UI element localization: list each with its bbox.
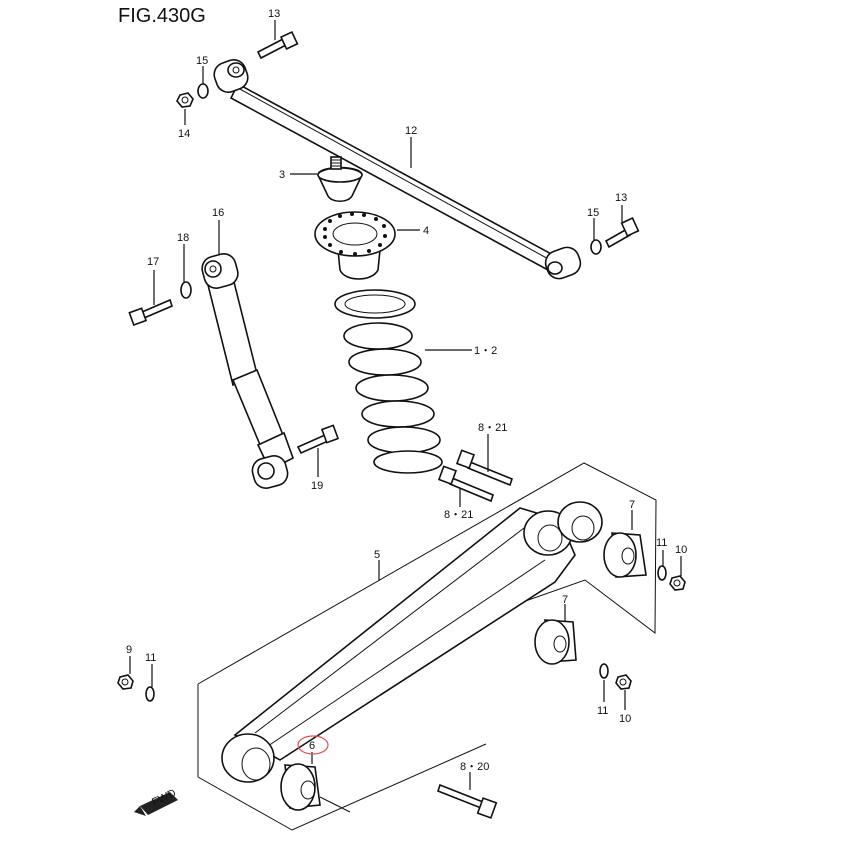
- callout-10-mid[interactable]: 10: [619, 713, 631, 725]
- callout-11-mid[interactable]: 11: [597, 705, 608, 717]
- bolt-13-upper[interactable]: [256, 30, 299, 60]
- callout-7-upper[interactable]: 7: [629, 499, 635, 511]
- washer-15-upper[interactable]: [197, 83, 209, 99]
- callout-15-right[interactable]: 15: [587, 207, 599, 219]
- callout-3[interactable]: 3: [279, 169, 285, 181]
- fwd-arrow: FWD: [134, 787, 178, 816]
- callout-17[interactable]: 17: [147, 256, 159, 268]
- callout-13-upper[interactable]: 13: [268, 8, 280, 20]
- leader-lines: [129, 20, 682, 790]
- washer-18[interactable]: [180, 281, 192, 299]
- figure-title: FIG.430G: [118, 5, 206, 27]
- callout-4[interactable]: 4: [423, 225, 429, 237]
- coil-spring[interactable]: [334, 289, 443, 474]
- callout-11-left[interactable]: 11: [145, 652, 156, 664]
- callout-18[interactable]: 18: [177, 232, 189, 244]
- washer-11-right[interactable]: [657, 565, 667, 581]
- callout-9[interactable]: 9: [126, 644, 132, 656]
- callout-5[interactable]: 5: [374, 549, 380, 561]
- callout-15-upper[interactable]: 15: [196, 55, 208, 67]
- bushing-6[interactable]: [280, 763, 321, 811]
- shock-absorber-16[interactable]: [199, 251, 294, 491]
- washer-11-mid[interactable]: [599, 663, 609, 679]
- callout-12[interactable]: 12: [405, 125, 417, 137]
- bushing-7-upper[interactable]: [603, 532, 647, 578]
- callout-8-21-upper[interactable]: 8・21: [478, 422, 507, 434]
- callout-1-2[interactable]: 1・2: [474, 345, 497, 357]
- lateral-rod[interactable]: [211, 56, 584, 282]
- bolt-8-21-lower[interactable]: [437, 465, 494, 503]
- callout-19[interactable]: 19: [311, 480, 323, 492]
- spring-seat-4[interactable]: [314, 211, 396, 280]
- callout-10-right[interactable]: 10: [675, 544, 687, 556]
- nut-14[interactable]: [176, 92, 194, 108]
- bolt-19[interactable]: [296, 424, 340, 455]
- highlight-ring: [297, 735, 329, 755]
- bolt-17[interactable]: [128, 298, 173, 326]
- bump-stop-3[interactable]: [317, 156, 363, 203]
- callout-8-20[interactable]: 8・20: [460, 761, 489, 773]
- callout-7-lower[interactable]: 7: [562, 594, 568, 606]
- bolt-8-20[interactable]: [437, 783, 498, 819]
- trailing-arm-5[interactable]: [221, 501, 603, 783]
- washer-15-right[interactable]: [590, 239, 602, 255]
- callout-11-right[interactable]: 11: [656, 537, 667, 549]
- callout-16[interactable]: 16: [212, 207, 224, 219]
- callout-13-right[interactable]: 13: [615, 192, 627, 204]
- nut-10-right[interactable]: [669, 575, 686, 591]
- nut-9[interactable]: [117, 674, 134, 690]
- callout-14[interactable]: 14: [178, 128, 190, 140]
- callout-8-21-lower[interactable]: 8・21: [444, 509, 473, 521]
- bolt-8-21-upper[interactable]: [455, 449, 513, 487]
- arm-assembly-outline: [197, 462, 657, 831]
- washer-11-left[interactable]: [145, 686, 155, 702]
- callout-6[interactable]: 6: [309, 740, 315, 752]
- bushing-7-lower[interactable]: [534, 619, 577, 665]
- nut-10-mid[interactable]: [615, 674, 632, 690]
- bolt-13-right[interactable]: [604, 217, 640, 249]
